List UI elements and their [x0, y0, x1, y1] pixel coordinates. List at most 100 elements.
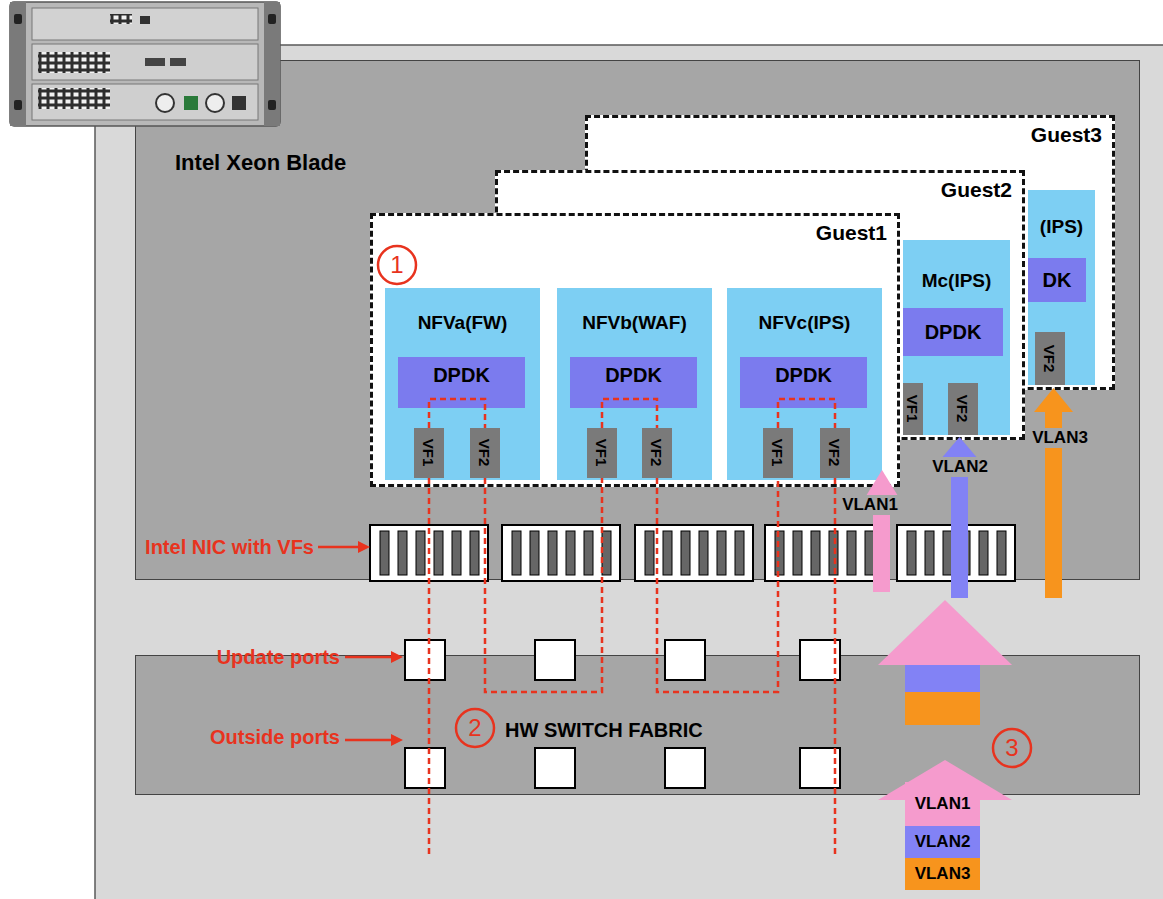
vf-port: VF2 [820, 428, 850, 478]
node-title: VLAN3 [915, 864, 971, 884]
device-photo [232, 96, 246, 110]
device-photo [184, 96, 198, 110]
dashed-path [834, 478, 837, 855]
port-label: VF1 [769, 439, 786, 467]
callout-circle [378, 246, 416, 284]
node-title: NFVb(WAF) [582, 312, 686, 334]
dpdk-box: DPDK [740, 357, 867, 408]
switch-port [535, 748, 575, 788]
vf-port: VF2 [1035, 332, 1065, 385]
device-photo [140, 16, 150, 24]
dashed-link [429, 399, 485, 428]
device-photo [264, 2, 280, 126]
nfv-box: NFVa(FW)DPDKVF1VF2 [385, 288, 540, 480]
port-label: VF2 [476, 439, 493, 467]
vf-port: VF1 [414, 428, 444, 478]
vlan-arrow [1034, 388, 1073, 412]
device-photo [38, 52, 110, 73]
node-title: NFVc(IPS) [759, 312, 851, 334]
port-label: VF2 [954, 395, 971, 423]
dpdk-box: DPDK [570, 357, 697, 408]
vlan-label: VLAN2 [929, 457, 991, 477]
pointer-arrow [391, 651, 403, 663]
device-photo [156, 94, 174, 112]
nic-card [635, 525, 753, 581]
switch-port [535, 640, 575, 680]
vlan-trunk-arrow [878, 600, 1012, 800]
vf-port: VF2 [642, 428, 672, 478]
node-title: Guest1 [816, 221, 887, 245]
callout-circle [993, 729, 1031, 767]
node-title: DPDK [925, 321, 982, 344]
part-label: Outside ports [210, 726, 340, 749]
switch-port [405, 640, 445, 680]
port-label: VF2 [648, 439, 665, 467]
vlan-arrow [951, 458, 968, 598]
blade-panel: Intel Xeon BladeGuest3(IPS)DKVF2Guest2Mc… [135, 60, 1140, 580]
device-photo [145, 58, 165, 66]
device-photo [32, 8, 258, 40]
device-photo [170, 58, 186, 66]
callout-number: 3 [1005, 734, 1018, 762]
vlan-trunk-arrow [905, 665, 980, 692]
device-photo [14, 14, 22, 24]
pointer-arrow [345, 656, 393, 659]
pointer-arrow [345, 739, 393, 742]
dashed-link [657, 478, 778, 692]
dpdk-box: DPDK [398, 357, 525, 408]
port-label: VF2 [1041, 345, 1058, 373]
node-title: (IPS) [1040, 216, 1083, 238]
vf-port: VF2 [470, 428, 500, 478]
vlan-band: VLAN2 [905, 826, 980, 858]
vlan-arrow [873, 495, 890, 592]
dashed-path [429, 478, 835, 855]
device-photo [110, 14, 132, 24]
dashed-link [778, 399, 835, 428]
node-title: DPDK [775, 364, 832, 387]
pointer-arrow [318, 541, 403, 746]
node-title: VLAN2 [915, 832, 971, 852]
switch-port [665, 748, 705, 788]
nfv-box: NFVc(IPS) DPDK VF1 VF2 [727, 288, 882, 480]
switch-port [405, 748, 445, 788]
outer-panel [95, 45, 1163, 899]
vlan-label: VLAN3 [1029, 428, 1091, 448]
node-title: HW SWITCH FABRIC [505, 719, 703, 742]
device-photo [14, 100, 22, 110]
node-title: VLAN1 [915, 794, 971, 814]
switch-port [405, 640, 840, 788]
dashed-link [485, 478, 602, 692]
device-photo [268, 100, 276, 110]
callout-number: 2 [468, 714, 481, 742]
dashed-link [602, 399, 657, 428]
vf-port: VF2 [948, 383, 978, 435]
node-title: Mc(IPS) [922, 270, 992, 292]
part-label: Intel NIC with VFs [145, 536, 314, 559]
callout-number: 1 [390, 251, 403, 279]
node-title: DK [1043, 269, 1072, 292]
node-title: DPDK [605, 364, 662, 387]
node-title: Guest3 [1031, 123, 1102, 147]
vlan-label: VLAN1 [839, 495, 901, 515]
vlan-arrow [1045, 410, 1062, 598]
device-photo [10, 2, 280, 126]
callout-circle [378, 246, 1031, 767]
port-label: VF1 [904, 395, 921, 423]
pointer-arrow [358, 541, 370, 553]
vlan-band: VLAN3 [905, 858, 980, 890]
nfv-box: (IPS) DK VF2 [1028, 190, 1095, 385]
device-photo [206, 94, 224, 112]
vf-port: VF1 [763, 428, 793, 478]
guest-box: Guest1NFVa(FW)DPDKVF1VF2NFVb(WAF)DPDKVF1… [370, 213, 900, 487]
nfv-box: NFVb(WAF)DPDKVF1VF2 [557, 288, 712, 480]
dpdk-box: DPDK [903, 308, 1003, 356]
callout-circle [456, 709, 494, 747]
dpdk-box: DK [1028, 258, 1086, 302]
device-photo [268, 14, 276, 24]
node-title: Intel Xeon Blade [175, 150, 346, 175]
device-photo [10, 2, 26, 126]
device-photo [32, 84, 258, 120]
vlan-arrow [866, 388, 1073, 598]
port-label: VF1 [420, 439, 437, 467]
